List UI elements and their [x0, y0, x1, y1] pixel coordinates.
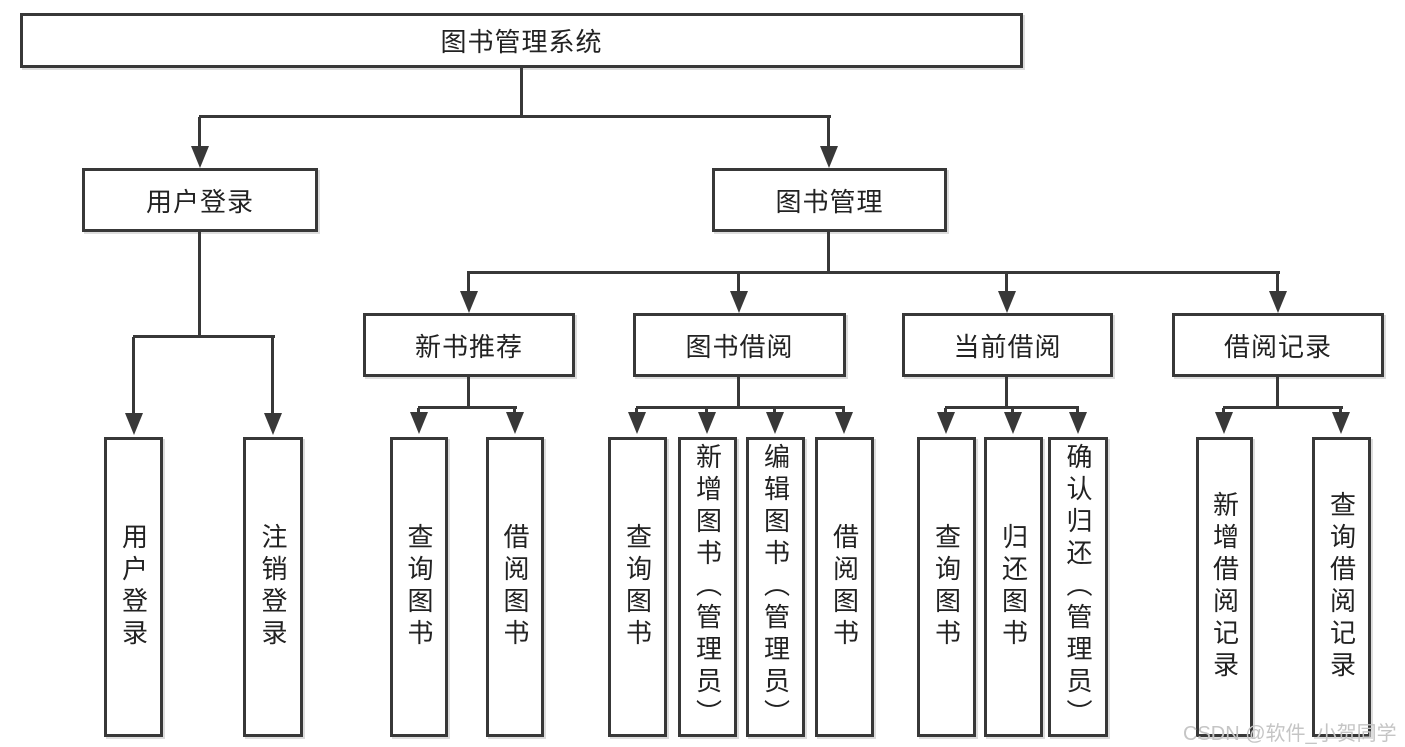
leaf-borrow-books-recommend: 借阅图书 [486, 437, 544, 737]
node-user-login: 用户登录 [82, 168, 318, 232]
arrowhead-down-icon [1069, 412, 1087, 434]
leaf-label: 编辑图书（管理员） [760, 443, 791, 731]
node-book-borrow: 图书借阅 [633, 313, 846, 377]
connector-line [945, 406, 1079, 409]
node-label: 借阅记录 [1223, 331, 1332, 362]
leaf-label: 归还图书 [998, 523, 1029, 651]
connector-line [1276, 273, 1279, 293]
leaf-return-books: 归还图书 [984, 437, 1043, 737]
node-current-borrow: 当前借阅 [902, 313, 1113, 377]
node-label: 图书管理系统 [440, 27, 603, 57]
leaf-label: 查询图书 [931, 523, 962, 651]
connector-line [1005, 273, 1008, 293]
arrowhead-down-icon [698, 412, 716, 434]
node-book-management: 图书管理 [712, 168, 947, 232]
connector-line [467, 377, 470, 408]
leaf-add-books-admin: 新增图书（管理员） [678, 437, 737, 737]
leaf-label: 新增图书（管理员） [692, 443, 723, 731]
connector-line [198, 117, 201, 150]
leaf-edit-books-admin: 编辑图书（管理员） [746, 437, 805, 737]
leaf-label: 查询借阅记录 [1326, 491, 1357, 683]
node-new-book-recommend: 新书推荐 [363, 313, 575, 377]
connector-line [827, 232, 830, 274]
connector-line [1223, 406, 1343, 409]
csdn-watermark: CSDN @软件_小贺同学 [1183, 723, 1397, 745]
connector-line [636, 406, 845, 409]
arrowhead-down-icon [264, 413, 282, 435]
leaf-query-books-current: 查询图书 [917, 437, 976, 737]
connector-line [132, 337, 135, 415]
connector-line [1005, 377, 1008, 408]
leaf-label: 借阅图书 [500, 523, 530, 651]
node-label: 当前借阅 [953, 331, 1062, 362]
arrowhead-down-icon [766, 412, 784, 434]
arrowhead-down-icon [835, 412, 853, 434]
arrowhead-down-icon [1004, 412, 1022, 434]
leaf-label: 新增借阅记录 [1209, 491, 1240, 683]
arrowhead-down-icon [998, 291, 1016, 313]
arrowhead-down-icon [1332, 412, 1350, 434]
leaf-borrow-books: 借阅图书 [815, 437, 874, 737]
arrowhead-down-icon [460, 291, 478, 313]
connector-line [271, 337, 274, 415]
leaf-label: 注销登录 [258, 523, 288, 651]
leaf-query-borrow-record: 查询借阅记录 [1312, 437, 1371, 737]
connector-line [467, 271, 1280, 274]
connector-line [198, 232, 201, 337]
leaf-confirm-return-admin: 确认归还（管理员） [1048, 437, 1108, 737]
arrowhead-down-icon [1215, 412, 1233, 434]
arrowhead-down-icon [506, 412, 524, 434]
node-borrow-records: 借阅记录 [1172, 313, 1384, 377]
leaf-label: 查询图书 [404, 523, 434, 651]
connector-line [827, 117, 830, 150]
leaf-user-login: 用户登录 [104, 437, 163, 737]
connector-line [418, 406, 517, 409]
arrowhead-down-icon [937, 412, 955, 434]
leaf-add-borrow-record: 新增借阅记录 [1196, 437, 1253, 737]
node-library-management-system: 图书管理系统 [20, 13, 1023, 68]
leaf-query-books-borrow: 查询图书 [608, 437, 667, 737]
arrowhead-down-icon [191, 146, 209, 168]
arrowhead-down-icon [1269, 291, 1287, 313]
connector-line [520, 68, 523, 117]
node-label: 新书推荐 [414, 331, 523, 362]
arrowhead-down-icon [820, 146, 838, 168]
node-label: 图书管理 [775, 186, 884, 217]
leaf-label: 查询图书 [622, 523, 653, 651]
node-label: 图书借阅 [685, 331, 794, 362]
connector-line [1276, 377, 1279, 408]
arrowhead-down-icon [730, 291, 748, 313]
node-label: 用户登录 [145, 186, 254, 217]
arrowhead-down-icon [628, 412, 646, 434]
connector-line [737, 273, 740, 293]
arrowhead-down-icon [125, 413, 143, 435]
leaf-label: 借阅图书 [829, 523, 860, 651]
connector-line [737, 377, 740, 408]
connector-line [199, 115, 831, 118]
arrowhead-down-icon [410, 412, 428, 434]
leaf-label: 用户登录 [118, 523, 149, 651]
connector-line [133, 335, 275, 338]
leaf-query-books-recommend: 查询图书 [390, 437, 448, 737]
leaf-label: 确认归还（管理员） [1063, 443, 1093, 731]
leaf-logout: 注销登录 [243, 437, 303, 737]
connector-line [467, 273, 470, 293]
